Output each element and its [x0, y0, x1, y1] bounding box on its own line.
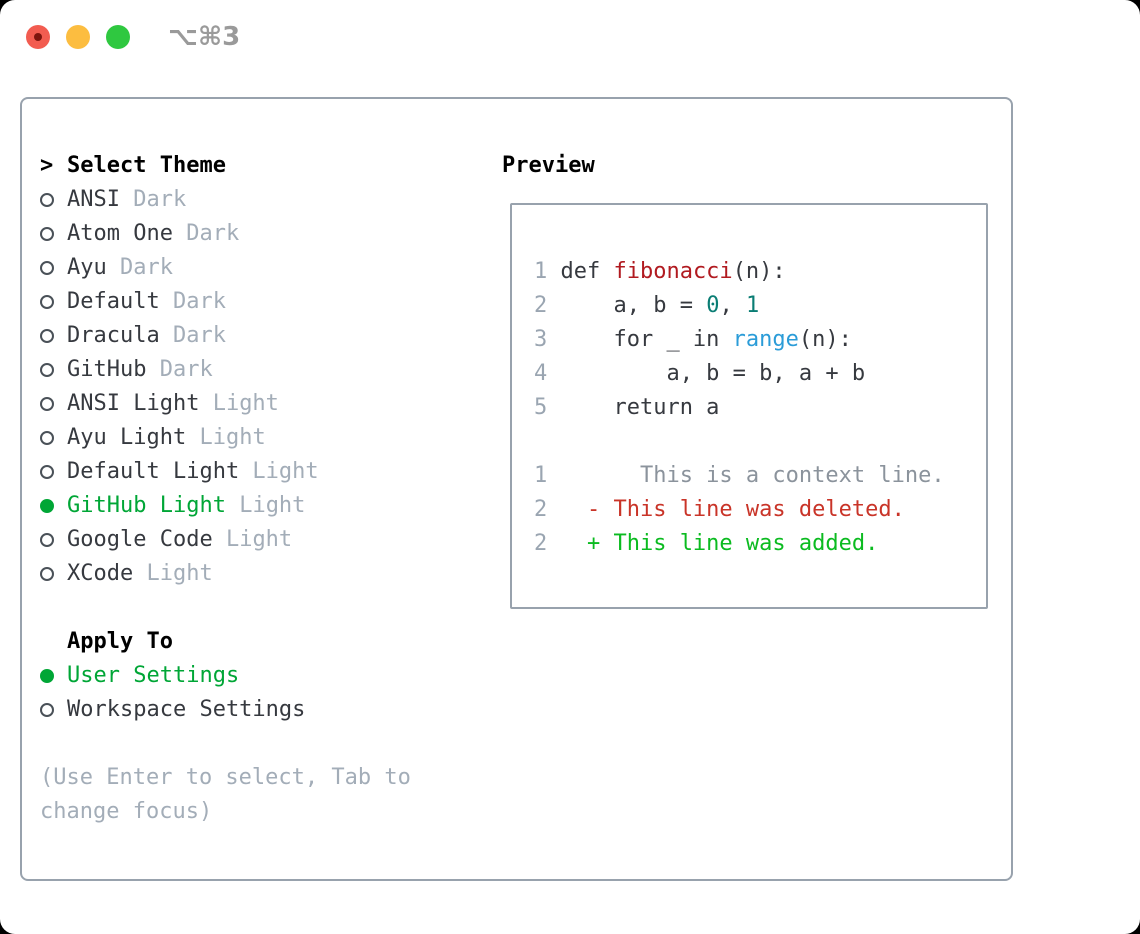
- radio-icon: [40, 669, 54, 683]
- radio-icon: [40, 329, 54, 343]
- blank-line: [534, 425, 986, 459]
- theme-variant-badge: Dark: [159, 289, 226, 314]
- select-theme-title: Select Theme: [67, 153, 226, 178]
- theme-variant-badge: Dark: [106, 255, 173, 280]
- theme-variant-badge: Light: [186, 425, 266, 450]
- theme-picker-panel: > Select Theme ANSI Dark Atom One Dark Ay…: [20, 97, 1013, 881]
- preview-title: Preview: [502, 153, 595, 178]
- apply-option-label: User Settings: [67, 663, 240, 688]
- code-line: 4 a, b = b, a + b: [534, 357, 986, 391]
- theme-item-default-light[interactable]: Default Light Light: [40, 455, 411, 489]
- theme-item-ansi[interactable]: ANSI Dark: [40, 183, 411, 217]
- theme-variant-badge: Light: [225, 493, 306, 518]
- theme-name: Dracula: [67, 323, 160, 348]
- theme-name: GitHub Light: [67, 493, 226, 518]
- theme-list: ANSI Dark Atom One Dark Ayu Dark Default…: [40, 183, 411, 591]
- radio-icon: [40, 261, 54, 275]
- radio-icon: [40, 227, 54, 241]
- window-title: ⌥⌘3: [168, 22, 241, 52]
- theme-name: ANSI Light: [67, 391, 200, 416]
- apply-to-header: Apply To: [40, 625, 411, 659]
- line-number: 2: [534, 293, 548, 318]
- line-number: 2: [534, 497, 548, 522]
- theme-item-ayu[interactable]: Ayu Dark: [40, 251, 411, 285]
- theme-name: ANSI: [67, 187, 120, 212]
- radio-icon: [40, 703, 54, 717]
- theme-name: Ayu: [67, 255, 107, 280]
- theme-item-xcode[interactable]: XCode Light: [40, 557, 411, 591]
- line-number: 1: [534, 463, 548, 488]
- theme-item-ayu-light[interactable]: Ayu Light Light: [40, 421, 411, 455]
- theme-variant-badge: Light: [212, 527, 293, 552]
- line-number: 3: [534, 327, 548, 352]
- radio-icon: [40, 465, 54, 479]
- theme-item-ansi-light[interactable]: ANSI Light Light: [40, 387, 411, 421]
- diff-line: 1 This is a context line.: [534, 459, 986, 493]
- theme-item-default[interactable]: Default Dark: [40, 285, 411, 319]
- theme-item-google-code[interactable]: Google Code Light: [40, 523, 411, 557]
- theme-variant-badge: Dark: [159, 323, 226, 348]
- radio-icon: [40, 567, 54, 581]
- close-button[interactable]: [26, 25, 50, 49]
- theme-variant-badge: Light: [199, 391, 279, 416]
- spacer: [40, 591, 411, 625]
- radio-icon: [40, 397, 54, 411]
- theme-name: Ayu Light: [67, 425, 187, 450]
- theme-variant-badge: Dark: [172, 221, 240, 246]
- hint-text-line-1: (Use Enter to select, Tab to: [40, 765, 411, 790]
- apply-option-label: Workspace Settings: [67, 697, 306, 722]
- theme-name: Atom One: [67, 221, 173, 246]
- left-column: > Select Theme ANSI Dark Atom One Dark Ay…: [40, 149, 411, 829]
- theme-variant-badge: Light: [133, 561, 213, 586]
- code-line: 3 for _ in range(n):: [534, 323, 986, 357]
- diff-line: 2 + This line was added.: [534, 527, 986, 561]
- theme-variant-badge: Light: [239, 459, 319, 484]
- diff-block: 1 This is a context line. 2 - This line …: [534, 459, 986, 561]
- apply-item-user-settings[interactable]: User Settings: [40, 659, 411, 693]
- prompt-icon: >: [40, 153, 54, 178]
- hint-text-line-2: change focus): [40, 799, 213, 824]
- theme-variant-badge: Dark: [119, 187, 187, 212]
- radio-icon: [40, 295, 54, 309]
- select-theme-header: > Select Theme: [40, 149, 411, 183]
- radio-icon: [40, 193, 54, 207]
- theme-name: Default Light: [67, 459, 240, 484]
- line-number: 1: [534, 259, 548, 284]
- radio-icon: [40, 431, 54, 445]
- line-number: 2: [534, 531, 548, 556]
- zoom-button[interactable]: [106, 25, 130, 49]
- theme-name: Google Code: [67, 527, 213, 552]
- code-line: 5 return a: [534, 391, 986, 425]
- code-line: 2 a, b = 0, 1: [534, 289, 986, 323]
- apply-to-title: Apply To: [67, 629, 173, 654]
- theme-variant-badge: Dark: [146, 357, 213, 382]
- apply-item-workspace-settings[interactable]: Workspace Settings: [40, 693, 411, 727]
- line-number: 5: [534, 395, 548, 420]
- radio-icon: [40, 363, 54, 377]
- theme-item-github-light[interactable]: GitHub Light Light: [40, 489, 411, 523]
- radio-icon: [40, 533, 54, 547]
- line-number: 4: [534, 361, 548, 386]
- radio-icon: [40, 499, 54, 513]
- theme-item-github[interactable]: GitHub Dark: [40, 353, 411, 387]
- theme-name: Default: [67, 289, 160, 314]
- spacer: [40, 727, 411, 761]
- apply-to-list: User Settings Workspace Settings: [40, 659, 411, 727]
- diff-line: 2 - This line was deleted.: [534, 493, 986, 527]
- theme-name: XCode: [67, 561, 134, 586]
- minimize-button[interactable]: [66, 25, 90, 49]
- theme-name: GitHub: [67, 357, 147, 382]
- theme-item-dracula[interactable]: Dracula Dark: [40, 319, 411, 353]
- theme-item-atom-one[interactable]: Atom One Dark: [40, 217, 411, 251]
